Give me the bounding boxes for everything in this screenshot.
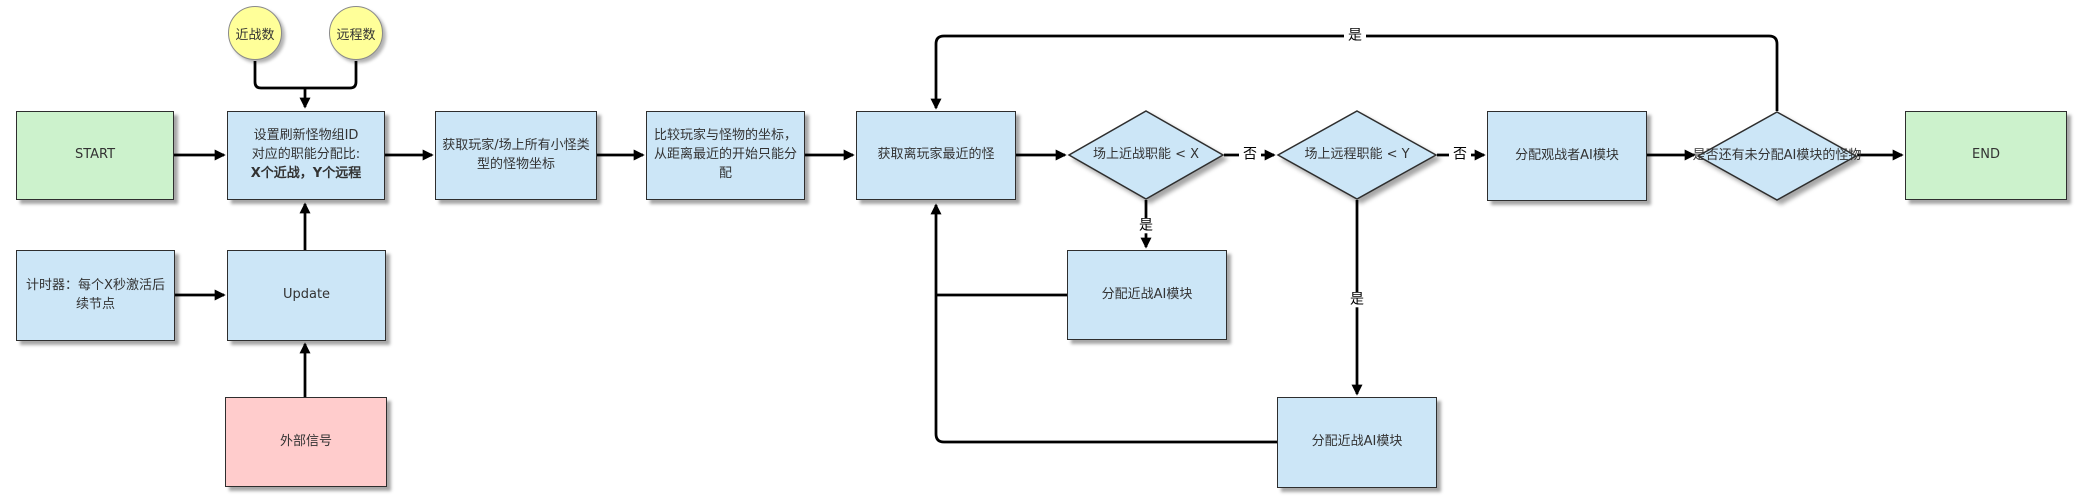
assign-spectator-node: 分配观战者AI模块 [1487,111,1647,201]
update-node-label: Update [282,287,331,303]
edge-label-yes-loop: 是 [1344,27,1366,44]
decision-melee-node: 场上近战职能 < X [1067,110,1225,200]
edge-assignmelee2-loop [930,203,1277,444]
edge-remaining-loop-top [930,34,1779,111]
compare-coords-node: 比较玩家与怪物的坐标，从距离最近的开始只能分配 [646,111,805,200]
decision-remaining-node: 是否还有未分配AI模块的怪物 [1693,111,1861,201]
set-ratio-line3: X个近战，Y个远程 [250,165,362,181]
assign-melee-node-1: 分配近战AI模块 [1067,250,1227,340]
compare-coords-node-label: 比较玩家与怪物的坐标，从距离最近的开始只能分配 [653,128,797,181]
assign-melee-node-2: 分配近战AI模块 [1277,397,1437,488]
input-node-melee-count: 近战数 [228,6,282,60]
decision-melee-label: 场上近战职能 < X [1092,146,1200,162]
set-ratio-line2: 对应的职能分配比: [251,147,361,163]
decision-remaining-shape [1696,111,1858,201]
external-signal-node-label: 外部信号 [279,433,332,449]
input-node-ranged-count-label: 远程数 [336,27,376,43]
get-nearest-node: 获取离玩家最近的怪 [856,111,1016,200]
start-node: START [16,111,174,200]
decision-ranged-label: 场上远程职能 < Y [1304,146,1410,162]
edge-melee-input [253,61,305,90]
update-node: Update [227,250,386,341]
get-nearest-node-label: 获取离玩家最近的怪 [877,147,995,163]
get-coords-node: 获取玩家/场上所有小怪类型的怪物坐标 [435,111,597,200]
start-node-label: START [74,147,116,163]
decision-ranged-shape [1276,110,1438,200]
assign-melee-node-2-label: 分配近战AI模块 [1311,434,1403,450]
edge-label-no-1: 否 [1239,146,1261,163]
input-node-ranged-count: 远程数 [329,6,383,60]
get-coords-node-label: 获取玩家/场上所有小怪类型的怪物坐标 [442,137,590,172]
external-signal-node: 外部信号 [225,397,387,487]
end-node: END [1905,111,2067,200]
decision-ranged-node: 场上远程职能 < Y [1276,110,1438,200]
set-ratio-node: 设置刷新怪物组ID 对应的职能分配比: X个近战，Y个远程 [227,111,385,200]
input-node-melee-count-label: 近战数 [235,27,275,43]
decision-melee-shape [1067,110,1225,200]
decision-remaining-label: 是否还有未分配AI模块的怪物 [1692,147,1862,163]
edge-label-yes-melee: 是 [1135,217,1157,234]
edge-label-yes-ranged: 是 [1346,291,1368,308]
end-node-label: END [1972,147,2000,163]
assign-melee-node-1-label: 分配近战AI模块 [1101,286,1193,302]
edge-label-no-2: 否 [1449,146,1471,163]
assign-spectator-node-label: 分配观战者AI模块 [1515,147,1619,163]
timer-node-label: 计时器：每个X秒激活后续节点 [26,277,165,312]
timer-node: 计时器：每个X秒激活后续节点 [16,250,175,341]
edge-ranged-input [305,61,358,90]
set-ratio-line1: 设置刷新怪物组ID [253,128,359,144]
